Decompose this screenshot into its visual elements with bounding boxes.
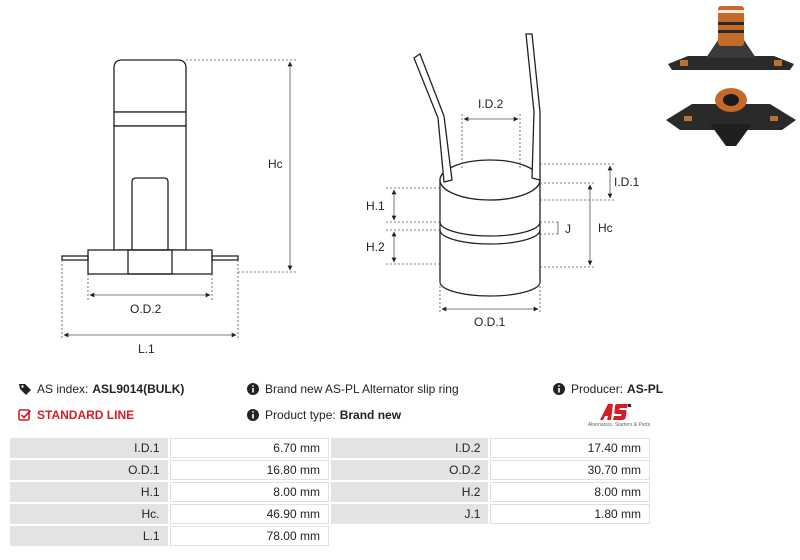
table-row: I.D.1 6.70 mm I.D.2 17.40 mm [10, 438, 650, 458]
technical-drawing: Hc O.D.2 L.1 [61, 33, 640, 356]
side-view [61, 59, 239, 275]
as-logo-tagline: Alternators, Starters & Parts [587, 422, 651, 428]
producer-value: AS-PL [627, 382, 664, 396]
standard-line-row: STANDARD LINE [18, 406, 134, 424]
spec-key: L.1 [10, 526, 168, 546]
dim-label-l1: L.1 [138, 342, 155, 356]
table-row: L.1 78.00 mm [10, 526, 650, 546]
spec-value: 8.00 mm [169, 482, 329, 502]
info-icon [553, 383, 565, 395]
as-logo-mark-icon [600, 404, 631, 420]
as-index-row: AS index: ASL9014(BULK) [18, 380, 184, 398]
as-logo: Alternators, Starters & Parts [586, 402, 652, 430]
standard-line-label: STANDARD LINE [37, 408, 135, 422]
spec-key: H.1 [10, 482, 168, 502]
dim-label-id1: I.D.1 [614, 175, 640, 189]
spec-key: J.1 [330, 504, 489, 524]
info-icon [247, 383, 259, 395]
table-row: H.1 8.00 mm H.2 8.00 mm [10, 482, 650, 502]
as-index-value: ASL9014(BULK) [92, 382, 185, 396]
spec-value: 78.00 mm [169, 526, 329, 546]
side-view-dimensions [61, 59, 296, 340]
spec-value: 30.70 mm [490, 460, 650, 480]
spec-key: I.D.2 [330, 438, 489, 458]
info-icon [247, 409, 259, 421]
producer-label: Producer: [571, 382, 624, 396]
producer-row: Producer: AS-PL [552, 380, 663, 398]
description-row: Brand new AS-PL Alternator slip ring [246, 380, 459, 398]
product-type-row: Product type: Brand new [246, 406, 401, 424]
spec-table: I.D.1 6.70 mm I.D.2 17.40 mm O.D.1 16.80… [8, 436, 652, 548]
spec-value: 16.80 mm [169, 460, 329, 480]
spec-key: I.D.1 [10, 438, 168, 458]
dim-label-od2: O.D.2 [130, 302, 162, 316]
spec-value: 1.80 mm [490, 504, 650, 524]
spec-value: 8.00 mm [490, 482, 650, 502]
spec-empty-cell [330, 526, 489, 546]
dim-label-hc: Hc [268, 157, 283, 171]
spec-key: H.2 [330, 482, 489, 502]
product-info: AS index: ASL9014(BULK) STANDARD LINE Br… [0, 376, 800, 432]
table-row: O.D.1 16.80 mm O.D.2 30.70 mm [10, 460, 650, 480]
iso-view-dimensions [386, 114, 616, 314]
spec-value: 6.70 mm [169, 438, 329, 458]
product-photos [662, 0, 800, 152]
spec-value: 17.40 mm [490, 438, 650, 458]
dim-label-od1: O.D.1 [474, 315, 506, 329]
checkbox-icon [18, 409, 32, 421]
description-text: Brand new AS-PL Alternator slip ring [265, 382, 459, 396]
spec-empty-cell [490, 526, 650, 546]
as-index-label: AS index: [37, 382, 89, 396]
spec-value: 46.90 mm [169, 504, 329, 524]
tag-icon [19, 384, 31, 395]
dim-label-id2: I.D.2 [478, 97, 504, 111]
spec-key: O.D.2 [330, 460, 489, 480]
product-type-label: Product type: [265, 408, 336, 422]
dim-label-hc-right: Hc [598, 221, 613, 235]
table-row: Hc. 46.90 mm J.1 1.80 mm [10, 504, 650, 524]
product-photo-bottom [662, 76, 800, 152]
spec-key: O.D.1 [10, 460, 168, 480]
dim-label-h2: H.2 [366, 240, 385, 254]
iso-view [413, 33, 541, 297]
dim-label-j: J [565, 222, 571, 236]
dim-label-h1: H.1 [366, 199, 385, 213]
product-type-value: Brand new [339, 408, 402, 422]
product-photo-top [662, 0, 800, 76]
spec-key: Hc. [10, 504, 168, 524]
